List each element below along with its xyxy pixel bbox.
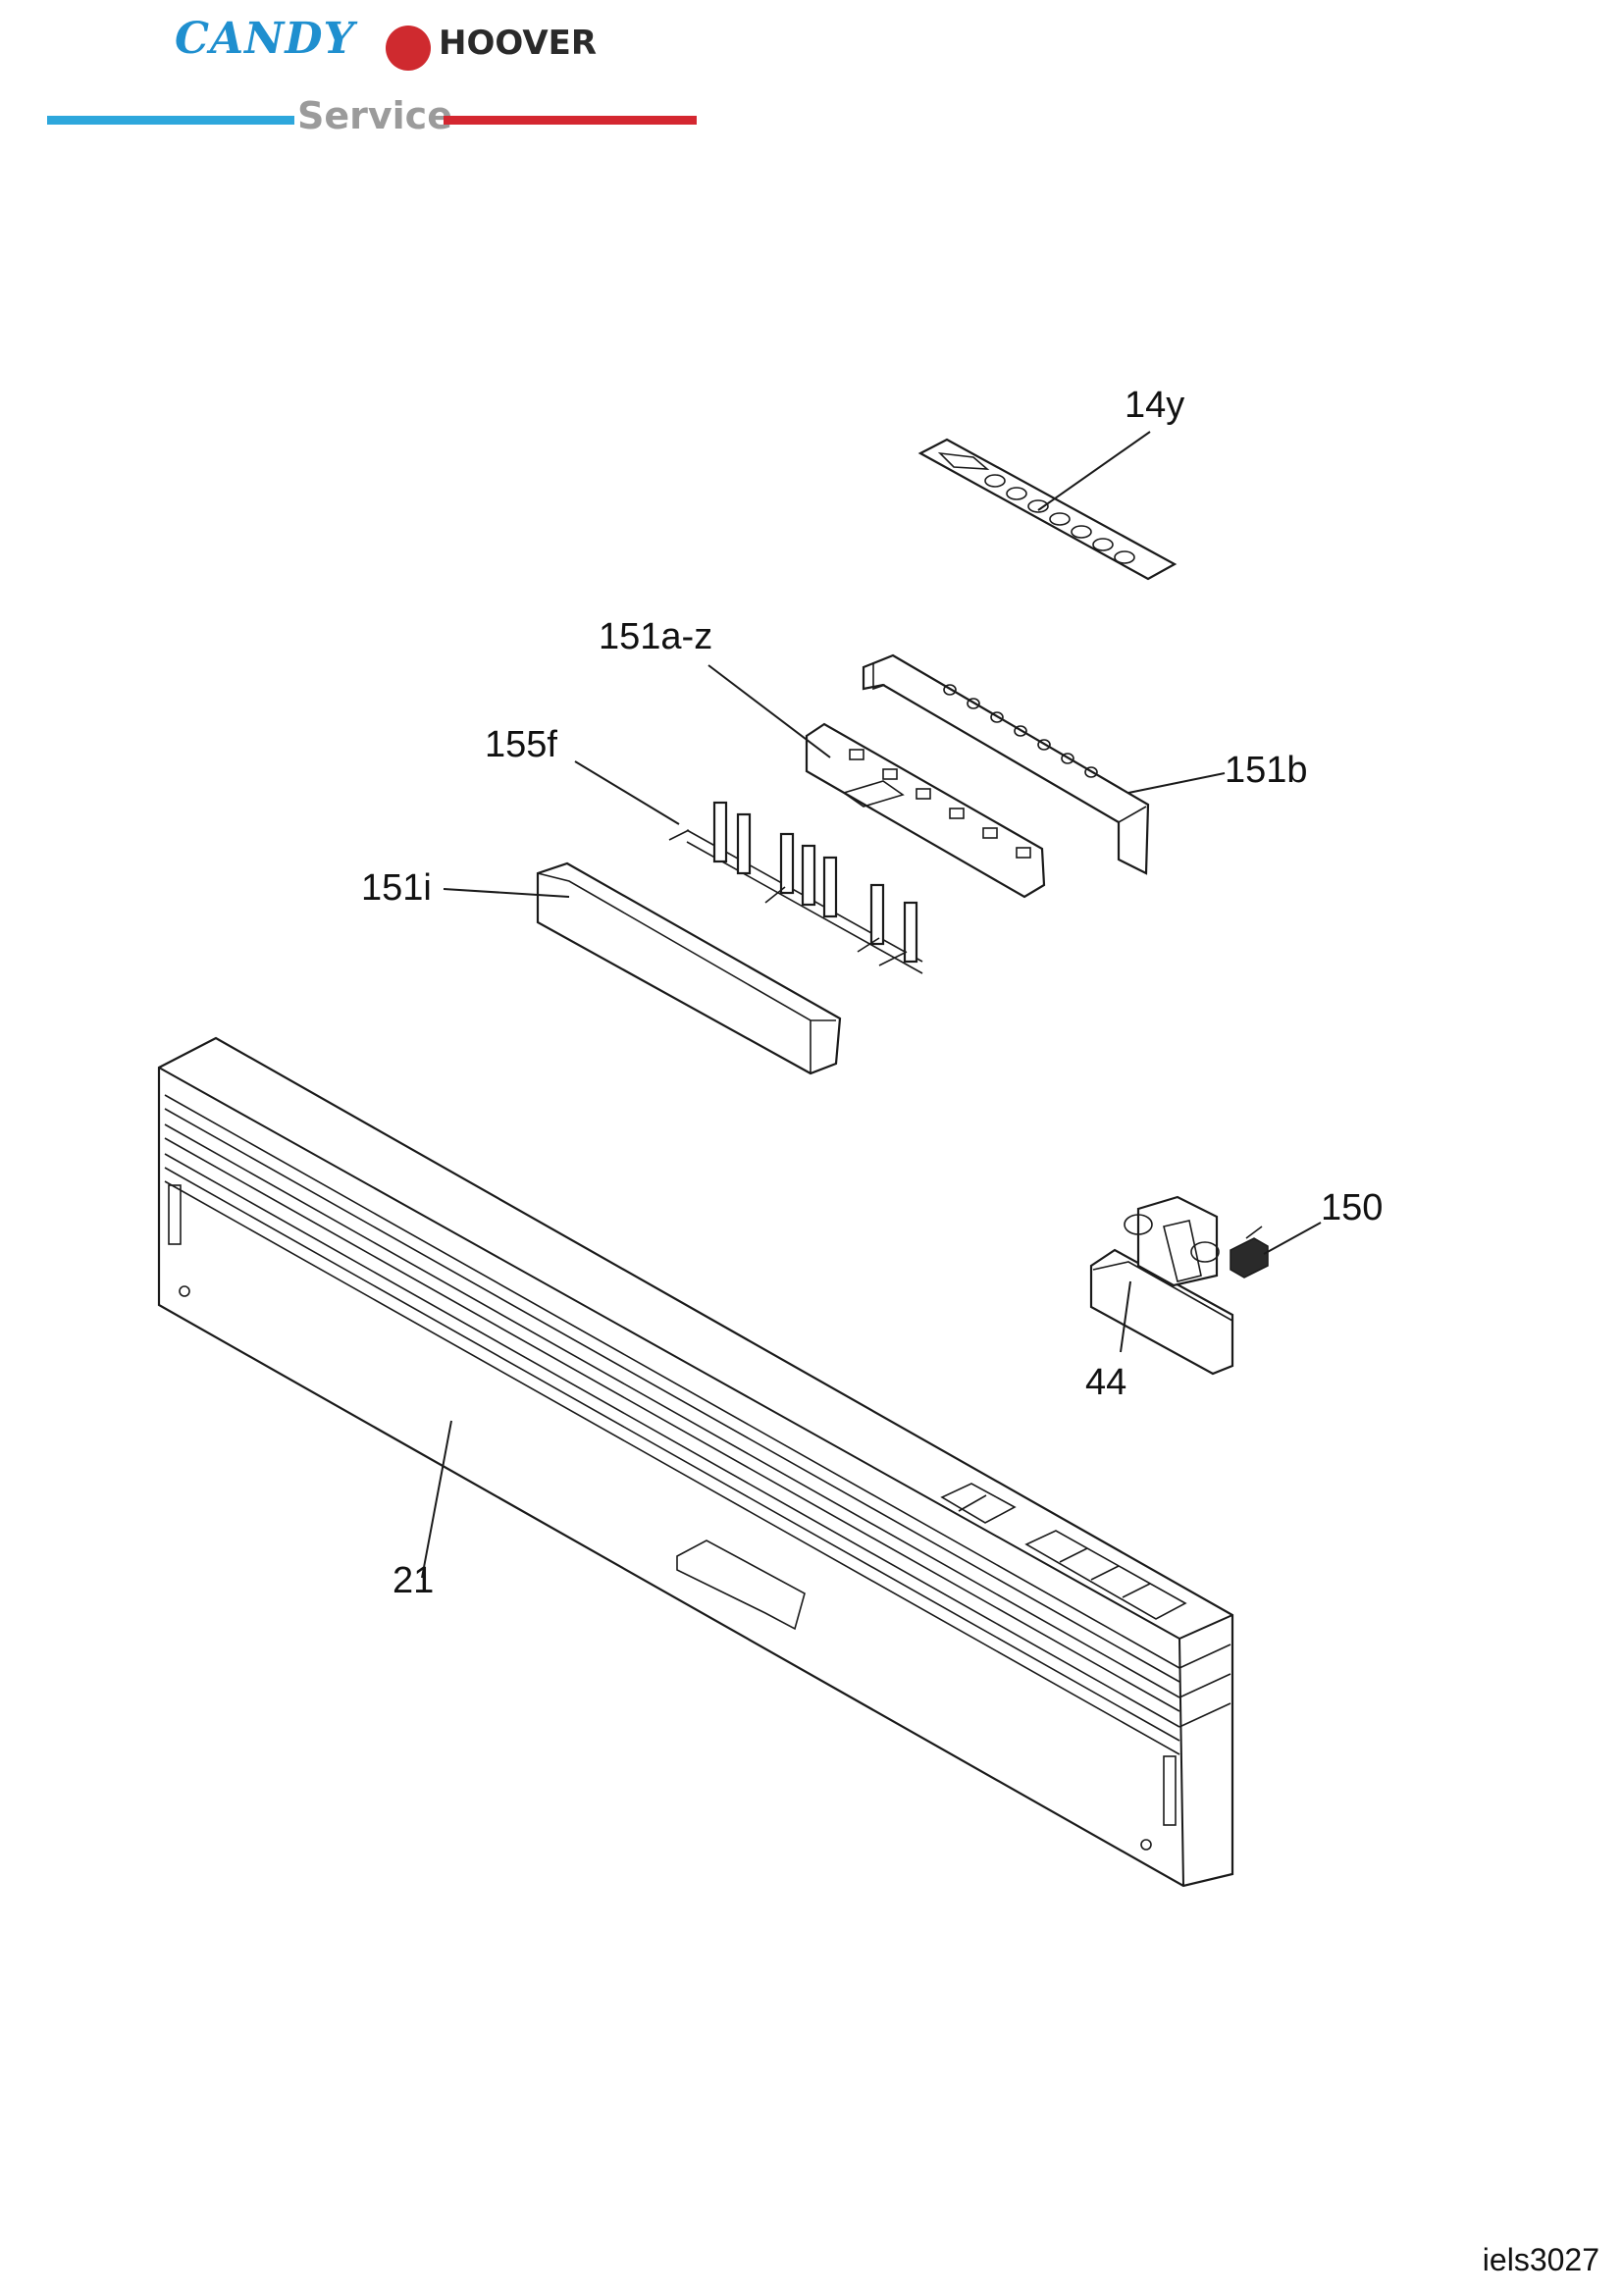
part-151i-bracket xyxy=(536,861,842,1075)
service-bar-right xyxy=(444,116,697,125)
hoover-badge-icon xyxy=(386,26,431,71)
leader-151b xyxy=(1127,772,1226,794)
leader-14y xyxy=(1037,431,1151,511)
callout-14y: 14y xyxy=(1125,385,1185,426)
leader-21 xyxy=(421,1420,452,1579)
service-label: Service xyxy=(297,94,452,137)
part-151a-z-pcb xyxy=(805,722,1046,899)
part-44-door-handle xyxy=(1089,1195,1234,1376)
candy-logo: CANDY xyxy=(175,14,355,64)
callout-151i: 151i xyxy=(361,867,432,909)
part-151b-panel xyxy=(862,653,1150,875)
leader-151a-z xyxy=(707,664,831,758)
leader-155f xyxy=(574,760,680,825)
part-21-control-panel xyxy=(157,1036,1234,1888)
callout-44: 44 xyxy=(1085,1362,1127,1403)
callout-21: 21 xyxy=(393,1560,435,1601)
leader-150 xyxy=(1263,1222,1322,1255)
callout-151b: 151b xyxy=(1225,750,1308,791)
callout-155f: 155f xyxy=(485,724,557,765)
callout-150: 150 xyxy=(1321,1187,1384,1228)
service-bar-left xyxy=(47,116,294,125)
leader-151i xyxy=(443,888,570,898)
hoover-logo: HOOVER xyxy=(439,24,598,63)
part-155f-light-pipes xyxy=(668,801,923,974)
callout-151a-z: 151a-z xyxy=(599,616,713,657)
part-150-microswitch xyxy=(1230,1226,1269,1278)
document-id: iels3027 xyxy=(1482,2242,1599,2277)
part-14y-button-strip xyxy=(917,438,1178,581)
leader-44 xyxy=(1120,1280,1131,1353)
